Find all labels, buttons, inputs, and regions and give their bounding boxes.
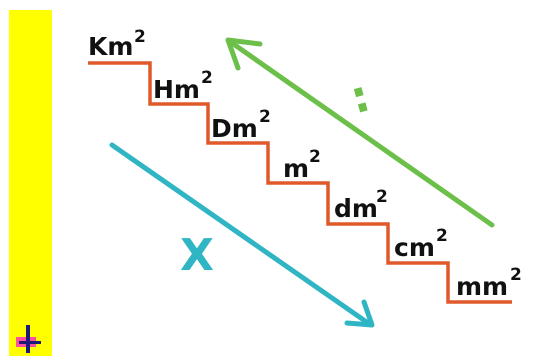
unit-label-dm2: dm 2 bbox=[334, 187, 388, 223]
up-arrow bbox=[225, 37, 495, 228]
unit-exponent: 2 bbox=[309, 147, 321, 167]
unit-label-m2: m 2 bbox=[283, 147, 321, 183]
unit-base: Hm bbox=[153, 75, 200, 104]
unit-label-km2: Km 2 bbox=[88, 27, 146, 61]
unit-exponent: 2 bbox=[259, 107, 271, 127]
unit-base: Km bbox=[88, 32, 133, 61]
unit-label-dm2-upper: Dm 2 bbox=[211, 107, 271, 143]
multiply-operator: X bbox=[180, 230, 214, 281]
unit-label-mm2: mm 2 bbox=[456, 265, 522, 301]
unit-label-cm2: cm 2 bbox=[394, 226, 448, 262]
unit-base: m bbox=[283, 154, 309, 183]
unit-label-hm2: Hm 2 bbox=[153, 68, 213, 104]
unit-exponent: 2 bbox=[201, 68, 213, 88]
unit-exponent: 2 bbox=[436, 226, 448, 246]
unit-base: dm bbox=[334, 194, 378, 223]
unit-exponent: 2 bbox=[376, 187, 388, 207]
staircase-line bbox=[88, 61, 512, 304]
divide-operator: : bbox=[345, 70, 375, 124]
down-arrow bbox=[109, 142, 375, 328]
unit-exponent: 2 bbox=[510, 265, 522, 285]
cross-marker-icon bbox=[16, 325, 41, 353]
unit-base: mm bbox=[456, 272, 508, 301]
unit-base: cm bbox=[394, 233, 435, 262]
unit-base: Dm bbox=[211, 114, 258, 143]
unit-exponent: 2 bbox=[134, 27, 146, 47]
side-bar bbox=[9, 10, 52, 356]
